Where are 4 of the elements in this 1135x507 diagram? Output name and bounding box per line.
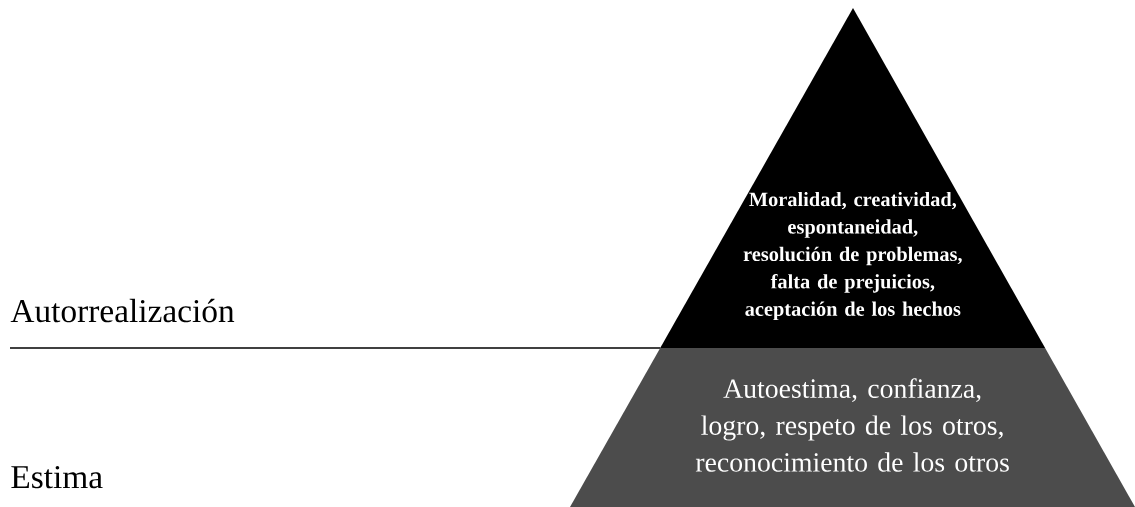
tier-label: Estima	[11, 465, 103, 489]
pyramid-tier: Moralidad, creatividad, espontaneidad, resolución de problemas, falta de prejuicios, aceptación de los hechos	[660, 8, 1046, 348]
pyramid-tier: Autoestima, confianza, logro, respeto de los otros, reconocimiento de los otros	[570, 348, 1135, 507]
tier-label: Autorrealización	[10, 298, 235, 323]
